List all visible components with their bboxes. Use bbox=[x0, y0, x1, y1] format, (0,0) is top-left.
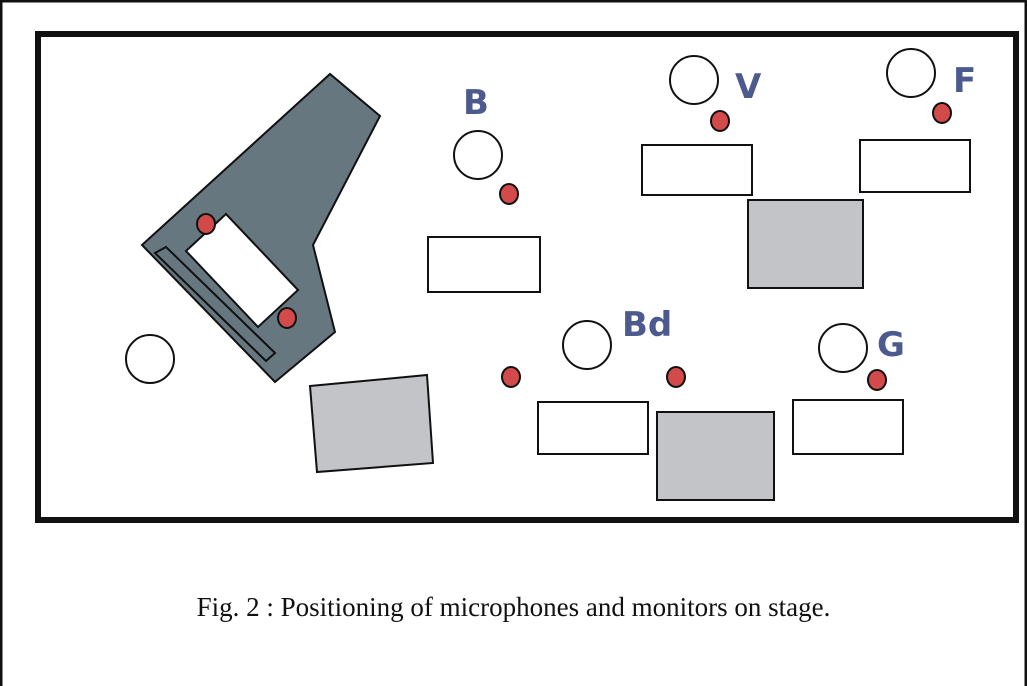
equipment-box-v bbox=[641, 144, 753, 196]
musician-f bbox=[886, 48, 936, 98]
piano-keyboard bbox=[153, 245, 277, 363]
label-f: F bbox=[953, 61, 976, 101]
musician-b bbox=[453, 130, 503, 180]
equipment-box-bd bbox=[537, 401, 649, 455]
equipment-box-b bbox=[427, 236, 541, 293]
label-v: V bbox=[735, 67, 762, 107]
label-bd: Bd bbox=[622, 305, 672, 345]
piano bbox=[140, 72, 382, 384]
microphone bbox=[867, 369, 887, 391]
microphone bbox=[196, 213, 216, 235]
equipment-box-g bbox=[792, 399, 904, 455]
microphone bbox=[666, 366, 686, 388]
figure-caption: Fig. 2 : Positioning of microphones and … bbox=[196, 592, 831, 622]
label-b: B bbox=[463, 83, 489, 123]
microphone bbox=[501, 366, 521, 388]
equipment-box-f bbox=[859, 139, 971, 193]
microphone bbox=[932, 102, 952, 124]
musician-bd bbox=[562, 320, 612, 370]
microphone bbox=[710, 110, 730, 132]
microphone bbox=[277, 307, 297, 329]
musician-v bbox=[669, 55, 719, 105]
monitor bbox=[308, 373, 435, 474]
monitor bbox=[747, 199, 864, 289]
musician-g bbox=[818, 323, 868, 373]
musician-piano bbox=[125, 334, 175, 384]
monitor bbox=[656, 411, 775, 501]
label-g: G bbox=[877, 325, 905, 365]
microphone bbox=[499, 183, 519, 205]
